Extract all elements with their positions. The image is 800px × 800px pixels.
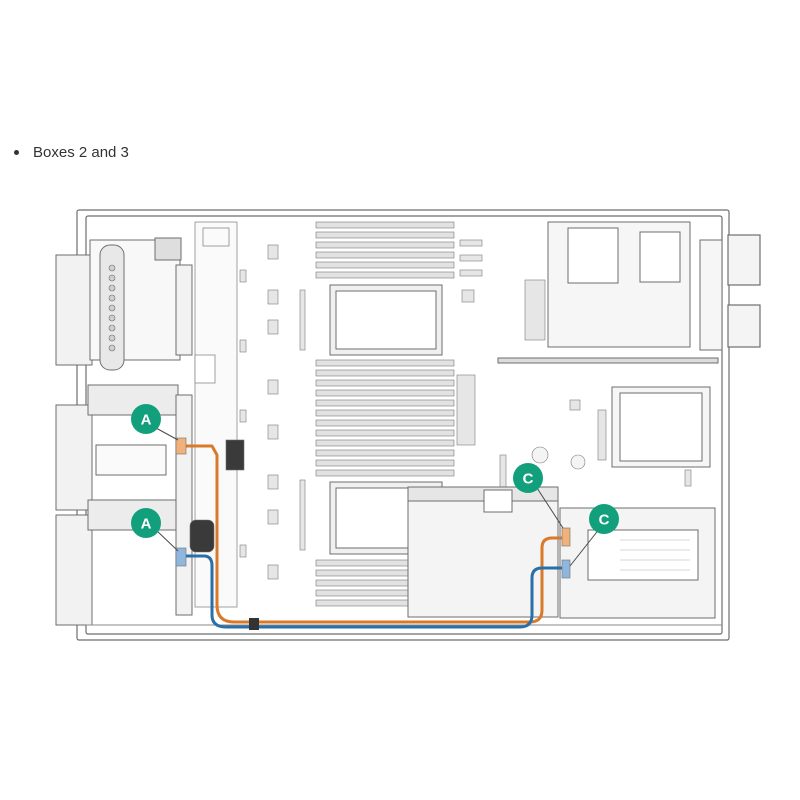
callout-c-right: C (589, 504, 619, 534)
sas-cables (184, 444, 567, 630)
bullet-dot (14, 150, 19, 155)
connector-c-lower (561, 559, 571, 579)
bullet-text: Boxes 2 and 3 (33, 144, 129, 161)
connector-a-upper (175, 437, 187, 455)
blue-cable (184, 554, 567, 629)
backplane-block-lower (189, 519, 215, 553)
svg-text:A: A (141, 516, 152, 533)
cable-clip (249, 618, 259, 630)
svg-text:A: A (141, 412, 152, 429)
svg-text:C: C (599, 512, 610, 529)
riser-cages (497, 221, 723, 468)
bullet-item: Boxes 2 and 3 (14, 144, 129, 161)
controller-area (407, 486, 716, 619)
connector-a-lower (175, 547, 187, 567)
callout-a-upper: A (131, 404, 161, 434)
connectors (175, 437, 571, 579)
dimm-slots (315, 221, 455, 607)
callout-c-left: C (513, 463, 543, 493)
connector-c-upper (561, 527, 571, 547)
board-components (239, 239, 692, 580)
backplane-block (225, 439, 245, 471)
callout-a-lower: A (131, 508, 161, 538)
callout-leaders (155, 427, 601, 567)
drive-cage (55, 237, 193, 626)
orange-cable (184, 444, 567, 624)
svg-text:C: C (523, 471, 534, 488)
